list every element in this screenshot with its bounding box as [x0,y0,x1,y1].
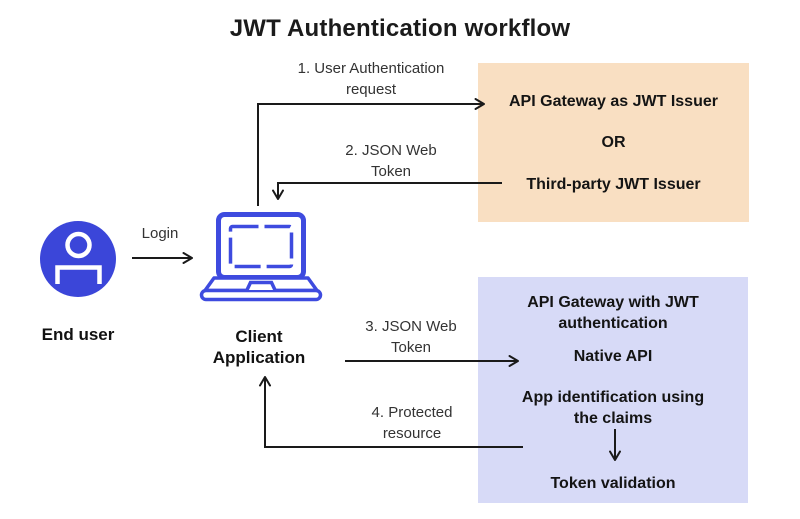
gateway-app-identification-line: App identification using [521,389,705,406]
gateway-token-validation: Token validation [550,475,676,492]
step3-label-line: Token [390,339,432,356]
api-gateway-box: API Gateway with JWT authentication Nati… [478,277,748,503]
step3-label-line: 3. JSON Web [365,318,457,335]
issuer-option-third-party: Third-party JWT Issuer [526,176,701,193]
gateway-title-line: API Gateway with JWT [527,294,699,311]
laptop-icon [199,212,323,302]
jwt-issuer-box: API Gateway as JWT Issuer OR Third-party… [478,63,749,222]
step1-label-line: 1. User Authentication [297,60,445,77]
gateway-title-line: authentication [558,315,668,332]
step4-label-line: 4. Protected [371,404,453,421]
step2-label-line: 2. JSON Web [345,142,437,159]
step4-label-line: resource [382,425,442,442]
arrow-step2-jwt-token [272,182,502,200]
login-label: Login [141,225,179,242]
page-title: JWT Authentication workflow [229,15,571,42]
client-application-label: Client Application [199,326,319,368]
step1-label: 1. User Authentication request [261,58,481,100]
step3-label: 3. JSON Web Token [311,316,511,358]
issuer-option-api-gateway: API Gateway as JWT Issuer [509,93,718,110]
step2-label-line: Token [370,163,412,180]
gateway-app-identification: App identification using the claims [478,387,748,429]
client-application-label-line: Client [235,327,283,346]
issuer-or-separator: OR [601,134,626,151]
client-application-label-line: Application [212,348,306,367]
step2-label: 2. JSON Web Token [291,140,491,182]
gateway-native-api: Native API [573,348,653,365]
gateway-app-identification-line: the claims [573,410,653,427]
person-icon [40,221,116,297]
gateway-title: API Gateway with JWT authentication [478,292,748,334]
step4-label: 4. Protected resource [312,402,512,444]
end-user-label: End user [41,325,115,344]
step1-label-line: request [345,81,397,98]
